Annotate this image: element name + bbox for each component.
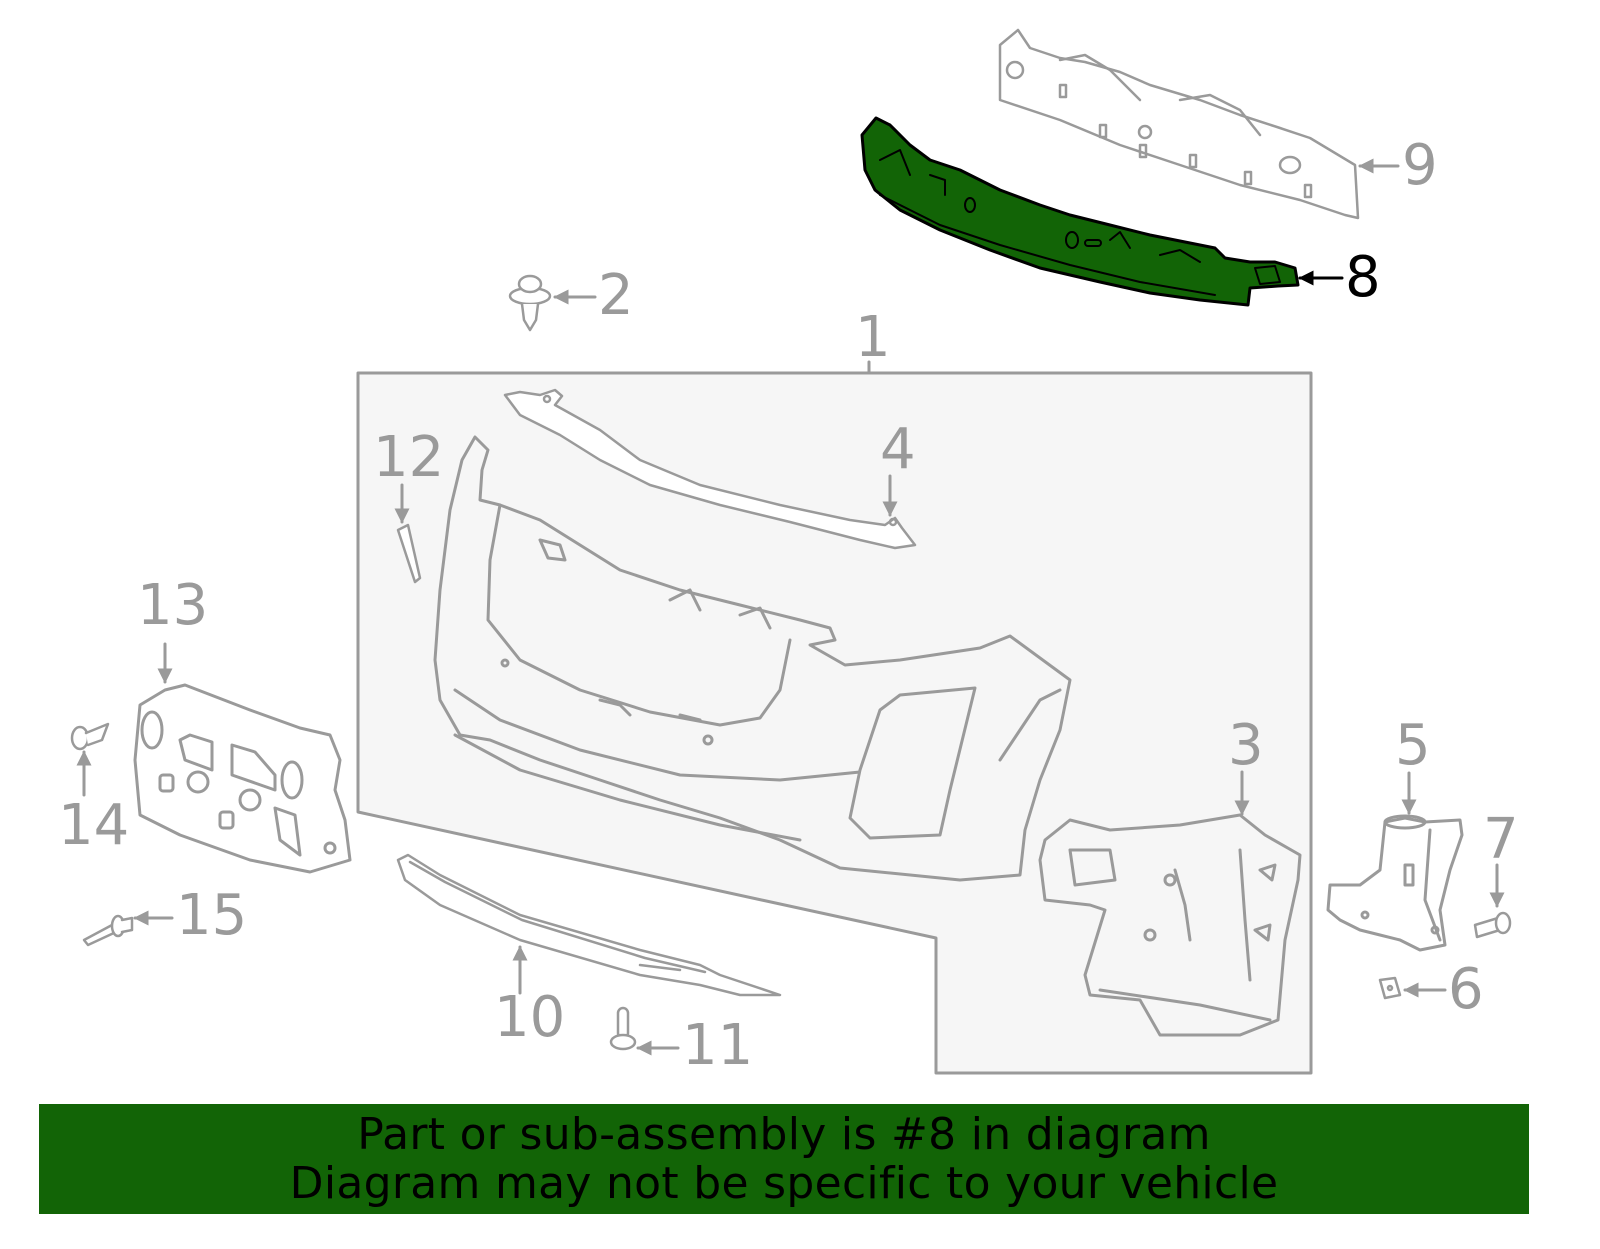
callout-9[interactable]: 9 bbox=[1402, 133, 1438, 198]
part-4-upper-molding[interactable] bbox=[503, 388, 917, 550]
part-9-impact-bar[interactable] bbox=[998, 28, 1360, 220]
callout-8[interactable]: 8 bbox=[1345, 245, 1381, 310]
callout-14[interactable]: 14 bbox=[58, 793, 130, 858]
callout-4[interactable]: 4 bbox=[880, 417, 916, 482]
callout-7[interactable]: 7 bbox=[1483, 807, 1519, 872]
part-12-reflector[interactable] bbox=[396, 523, 422, 584]
info-banner: Part or sub-assembly is #8 in diagram Di… bbox=[39, 1104, 1529, 1214]
callout-1[interactable]: 1 bbox=[855, 305, 891, 370]
part-11-screw[interactable] bbox=[609, 1006, 637, 1051]
callout-15[interactable]: 15 bbox=[176, 883, 248, 948]
part-7-bolt[interactable] bbox=[1473, 911, 1512, 939]
part-15-rivet[interactable] bbox=[82, 914, 134, 947]
callout-13[interactable]: 13 bbox=[137, 573, 209, 638]
part-13-license-bracket[interactable] bbox=[133, 683, 352, 874]
banner-line-part: Part or sub-assembly is #8 in diagram bbox=[357, 1109, 1211, 1160]
callout-3[interactable]: 3 bbox=[1228, 713, 1264, 778]
part-5-side-support[interactable] bbox=[1326, 814, 1464, 952]
callout-11[interactable]: 11 bbox=[682, 1013, 754, 1078]
banner-line-disclaimer: Diagram may not be specific to your vehi… bbox=[289, 1158, 1279, 1209]
part-8-energy-absorber[interactable] bbox=[860, 116, 1300, 307]
part-6-nut[interactable] bbox=[1378, 976, 1402, 1000]
callout-2[interactable]: 2 bbox=[598, 263, 634, 328]
part-14-screw[interactable] bbox=[70, 722, 110, 751]
part-3-side-bracket[interactable] bbox=[1038, 813, 1302, 1037]
part-1-bumper-cover[interactable] bbox=[433, 435, 1072, 882]
part-10-lower-molding[interactable] bbox=[396, 853, 782, 997]
callout-12[interactable]: 12 bbox=[373, 425, 445, 490]
callout-6[interactable]: 6 bbox=[1448, 957, 1484, 1022]
callout-5[interactable]: 5 bbox=[1395, 713, 1431, 778]
callout-10[interactable]: 10 bbox=[494, 985, 566, 1050]
part-2-push-pin[interactable] bbox=[508, 274, 552, 332]
